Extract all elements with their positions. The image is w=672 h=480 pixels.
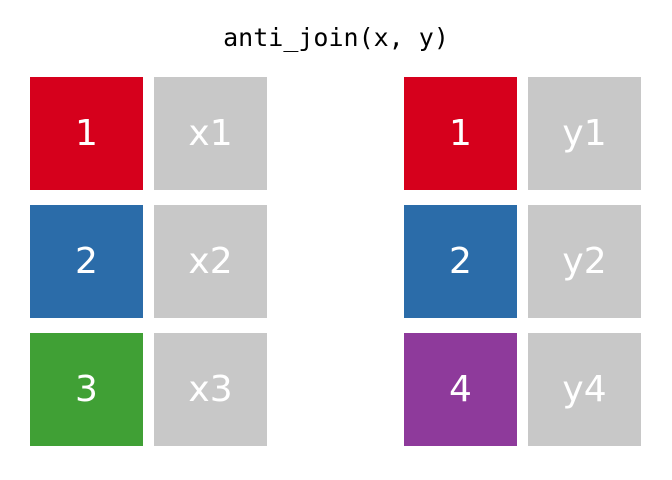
value-cell: x3	[154, 333, 267, 446]
table-row: 4 y4	[404, 333, 641, 446]
table-row: 3 x3	[30, 333, 267, 446]
key-cell: 1	[30, 77, 143, 190]
table-row: 2 y2	[404, 205, 641, 318]
value-cell: y4	[528, 333, 641, 446]
table-row: 1 x1	[30, 77, 267, 190]
value-cell: x1	[154, 77, 267, 190]
key-label: 1	[449, 112, 472, 154]
value-cell: x2	[154, 205, 267, 318]
table-row: 1 y1	[404, 77, 641, 190]
key-label: 2	[449, 240, 472, 282]
value-label: y1	[562, 112, 607, 154]
key-label: 1	[75, 112, 98, 154]
key-label: 3	[75, 368, 98, 410]
value-label: y4	[562, 368, 607, 410]
key-cell: 3	[30, 333, 143, 446]
value-label: x2	[188, 240, 233, 282]
diagram-title: anti_join(x, y)	[223, 23, 449, 52]
table-y: 1 y1 2 y2 4 y4	[404, 77, 641, 446]
key-label: 4	[449, 368, 472, 410]
value-label: y2	[562, 240, 607, 282]
table-x: 1 x1 2 x2 3 x3	[30, 77, 267, 446]
key-cell: 2	[30, 205, 143, 318]
value-cell: y2	[528, 205, 641, 318]
value-label: x3	[188, 368, 233, 410]
key-cell: 2	[404, 205, 517, 318]
value-label: x1	[188, 112, 233, 154]
key-cell: 4	[404, 333, 517, 446]
table-row: 2 x2	[30, 205, 267, 318]
value-cell: y1	[528, 77, 641, 190]
key-label: 2	[75, 240, 98, 282]
key-cell: 1	[404, 77, 517, 190]
